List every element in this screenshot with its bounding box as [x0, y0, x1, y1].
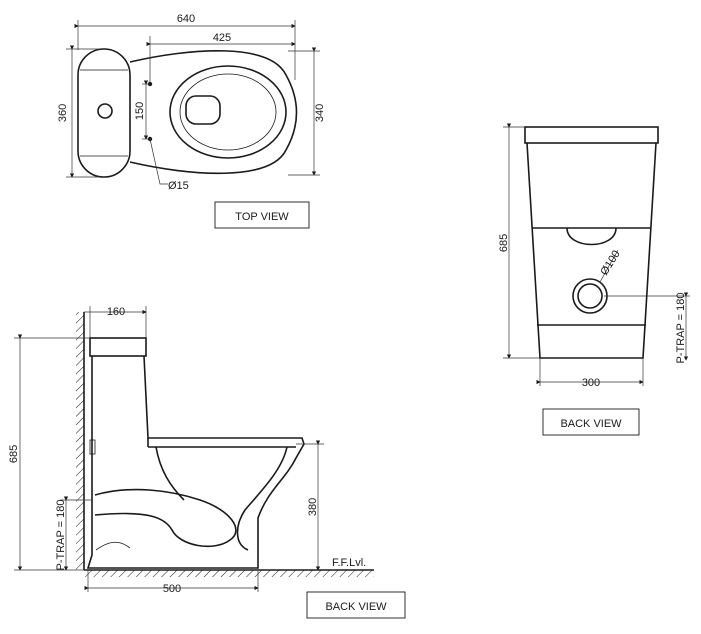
dim-150: 150 — [134, 102, 146, 120]
dim-outlet-dia: Ø100 — [598, 248, 622, 277]
flush-button-icon — [97, 103, 113, 119]
dim-685-side: 685 — [8, 445, 20, 463]
dim-360: 360 — [57, 104, 69, 122]
side-tank-lid — [89, 337, 147, 357]
back-body-outline — [526, 142, 657, 359]
dim-425: 425 — [213, 32, 231, 44]
dim-380: 380 — [307, 498, 319, 516]
dim-500: 500 — [163, 583, 181, 595]
side-view: 160 685 P-TRAP = 180 500 380 F.F.Lvl. BA… — [8, 306, 406, 619]
dim-640: 640 — [177, 13, 195, 25]
back-view-right: 685 300 Ø100 P-TRAP = 180 BACK VIEW — [498, 123, 690, 436]
side-body-outline — [86, 355, 305, 569]
dim-160: 160 — [107, 306, 125, 318]
top-bowl-outline — [129, 50, 298, 175]
floor-hatch — [84, 570, 374, 577]
dim-hole-dia: Ø15 — [168, 180, 189, 192]
back-view-label-box-right — [542, 408, 640, 436]
dim-685-right: 685 — [498, 234, 510, 252]
dim-ptrap-right: P-TRAP = 180 — [675, 292, 687, 363]
floor-level-label: F.F.Lvl. — [332, 557, 366, 569]
back-view-label-right: BACK VIEW — [560, 418, 622, 430]
back-view-label-box-side — [306, 591, 406, 619]
back-view-label-side: BACK VIEW — [325, 601, 387, 613]
top-view-label-box — [214, 201, 310, 229]
dim-ptrap-side: P-TRAP = 180 — [55, 499, 67, 570]
top-view: 640 425 360 340 150 Ø15 TOP VIEW — [57, 13, 326, 229]
dim-300: 300 — [582, 377, 600, 389]
top-view-label: TOP VIEW — [235, 211, 289, 223]
top-tank-outline — [77, 48, 131, 178]
back-tank-lid — [524, 126, 659, 144]
wall-hatch — [76, 312, 84, 570]
dim-340: 340 — [314, 104, 326, 122]
